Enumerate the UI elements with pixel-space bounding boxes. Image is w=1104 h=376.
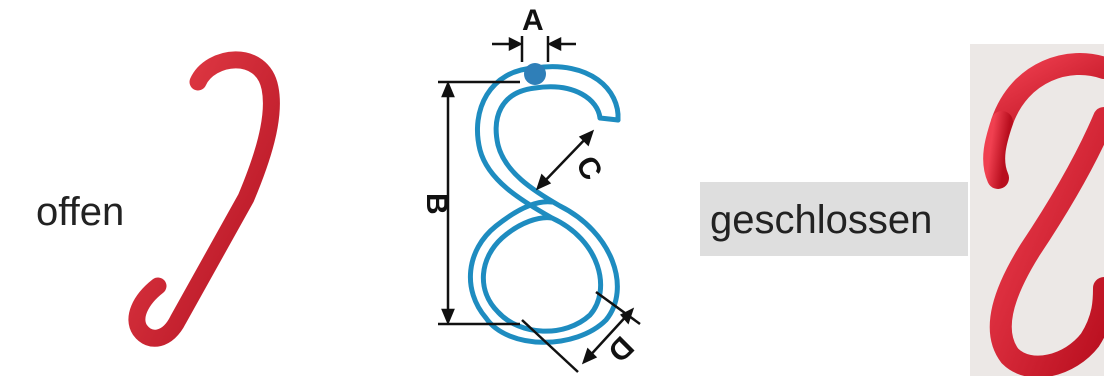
dimension-a-label: A xyxy=(522,4,544,37)
open-label: offen xyxy=(36,190,125,234)
closed-label-box: geschlossen xyxy=(700,182,968,256)
dimension-a-marker xyxy=(524,63,546,85)
dimension-b-label: B xyxy=(420,193,453,215)
closed-label: geschlossen xyxy=(710,198,933,242)
